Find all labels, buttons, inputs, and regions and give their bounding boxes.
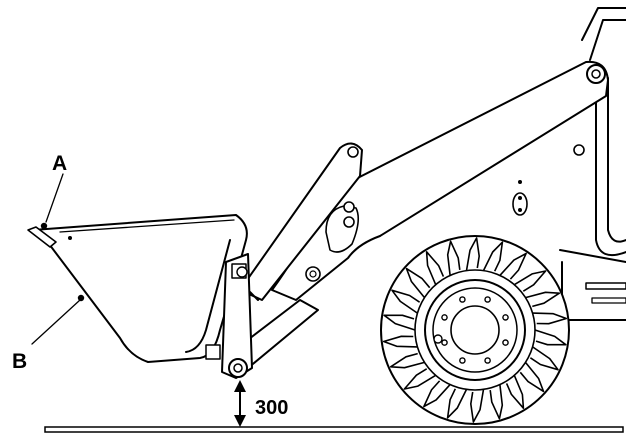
tread-lug <box>382 335 418 348</box>
tread-lug <box>383 314 416 331</box>
height-dimension-arrow <box>234 380 246 427</box>
wheel-bolt <box>502 314 509 321</box>
tread-lug <box>505 374 525 409</box>
tread-lug <box>499 252 527 280</box>
tread-lug <box>423 380 451 408</box>
callout-b-label: B <box>12 350 27 373</box>
tread-lug <box>446 240 461 276</box>
height-label: 300 <box>255 397 288 419</box>
tread-lug <box>519 361 545 393</box>
tread-lug <box>482 241 504 272</box>
ground-line <box>44 426 624 433</box>
wheel-bolts <box>441 296 509 364</box>
callout-a-label: A <box>52 152 67 175</box>
tread-lug <box>525 291 561 308</box>
wheel-bolt <box>441 339 448 346</box>
callout-a <box>40 173 64 230</box>
wheel-bolt <box>502 339 509 346</box>
tread-lug <box>465 237 480 271</box>
tread-lug <box>391 289 421 314</box>
tread-lug <box>529 346 559 371</box>
wheel-bolt <box>484 296 491 303</box>
tread-lug <box>425 251 445 286</box>
tread-lug <box>405 267 431 299</box>
tread-lug <box>513 270 547 292</box>
front-wheel <box>380 235 570 425</box>
tread-lug <box>470 389 485 423</box>
wheel-bolt <box>459 357 466 364</box>
loader-arm <box>271 60 609 301</box>
callout-b <box>31 294 85 345</box>
tread-lug <box>489 384 504 420</box>
wheel-bolt <box>459 296 466 303</box>
bucket <box>27 214 253 379</box>
tread-lug <box>446 388 468 419</box>
wheel-bolt <box>441 314 448 321</box>
tilt-linkage <box>231 142 363 369</box>
tread-lug <box>532 312 568 325</box>
tread-lug <box>534 329 567 346</box>
tread-lug <box>389 352 425 369</box>
tire-tread <box>382 237 568 423</box>
tread-lug <box>403 368 437 390</box>
wheel-bolt <box>484 357 491 364</box>
